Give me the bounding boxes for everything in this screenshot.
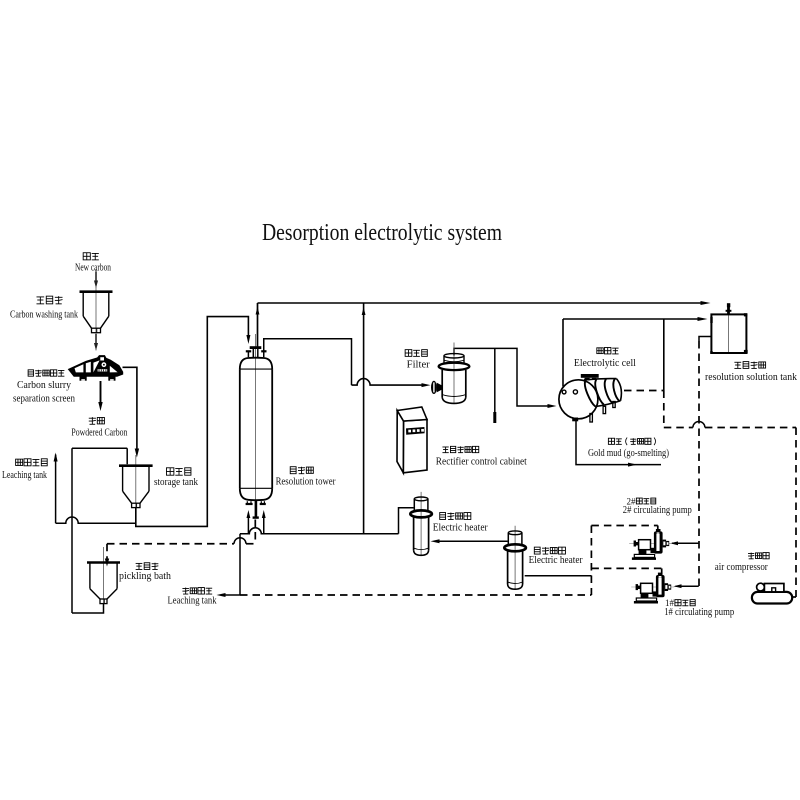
svg-text:air compressor: air compressor [715, 562, 768, 573]
svg-text:storage tank: storage tank [154, 477, 199, 488]
svg-text:2#: 2# [627, 498, 636, 508]
svg-text:1# circulating pump: 1# circulating pump [664, 607, 734, 618]
svg-text:Electrolytic cell: Electrolytic cell [574, 358, 636, 369]
svg-text:2# circulating pump: 2# circulating pump [623, 505, 692, 516]
svg-text:Resolution tower: Resolution tower [276, 477, 336, 488]
svg-text:Powdered Carbon: Powdered Carbon [71, 428, 128, 439]
svg-text:Leaching tank: Leaching tank [2, 470, 48, 481]
svg-text:Desorption electrolytic system: Desorption electrolytic system [262, 220, 502, 246]
svg-text:New carbon: New carbon [75, 263, 112, 274]
svg-text:Leaching tank: Leaching tank [168, 596, 218, 607]
svg-text:Carbon slurry: Carbon slurry [17, 380, 72, 391]
svg-text:pickling bath: pickling bath [119, 571, 172, 582]
svg-text:resolution solution tank: resolution solution tank [705, 372, 798, 383]
svg-text:1#: 1# [665, 599, 674, 609]
svg-text:Carbon washing tank: Carbon washing tank [10, 310, 79, 321]
svg-text:separation screen: separation screen [13, 394, 76, 405]
svg-text:Gold mud (go-smelting): Gold mud (go-smelting) [588, 448, 669, 459]
svg-text:Filter: Filter [407, 359, 431, 370]
svg-text:Rectifier control cabinet: Rectifier control cabinet [436, 456, 527, 467]
svg-text:Electric heater: Electric heater [433, 522, 488, 533]
svg-text:Electric heater: Electric heater [529, 555, 583, 566]
